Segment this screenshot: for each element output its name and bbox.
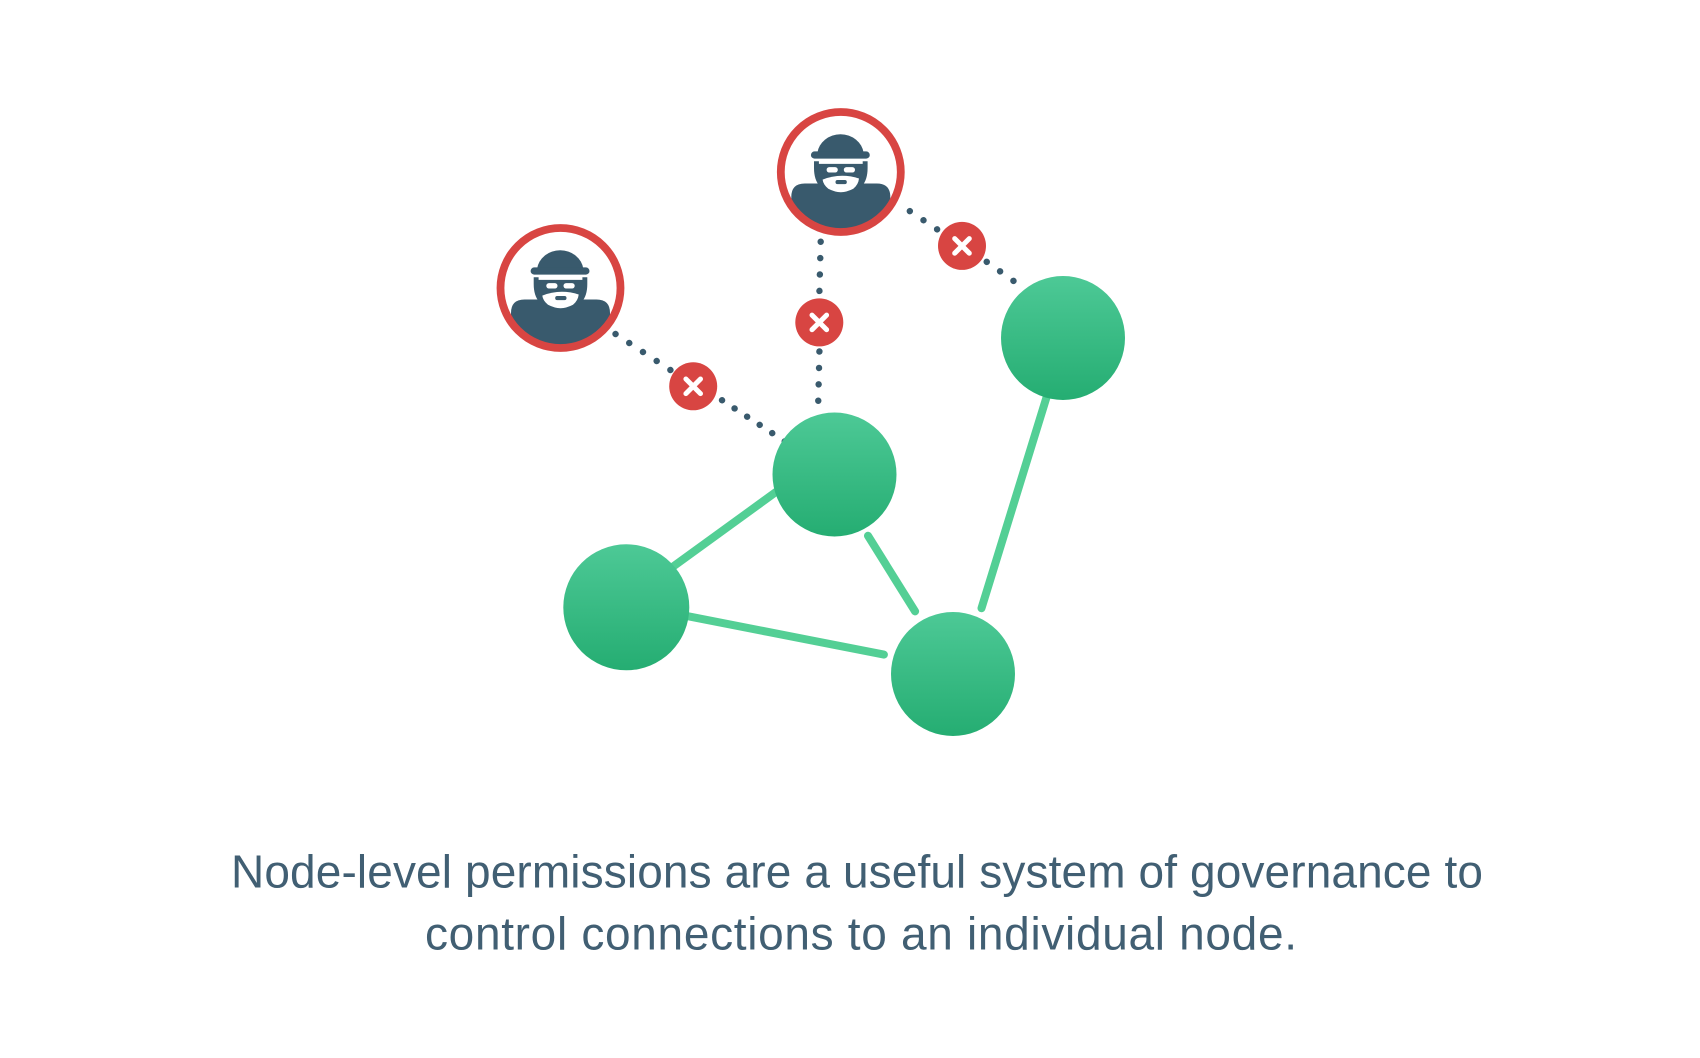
svg-text:control connections to an indi: control connections to an individual nod… — [425, 907, 1297, 959]
svg-text:Node-level permissions are a u: Node-level permissions are a useful syst… — [231, 845, 1483, 897]
